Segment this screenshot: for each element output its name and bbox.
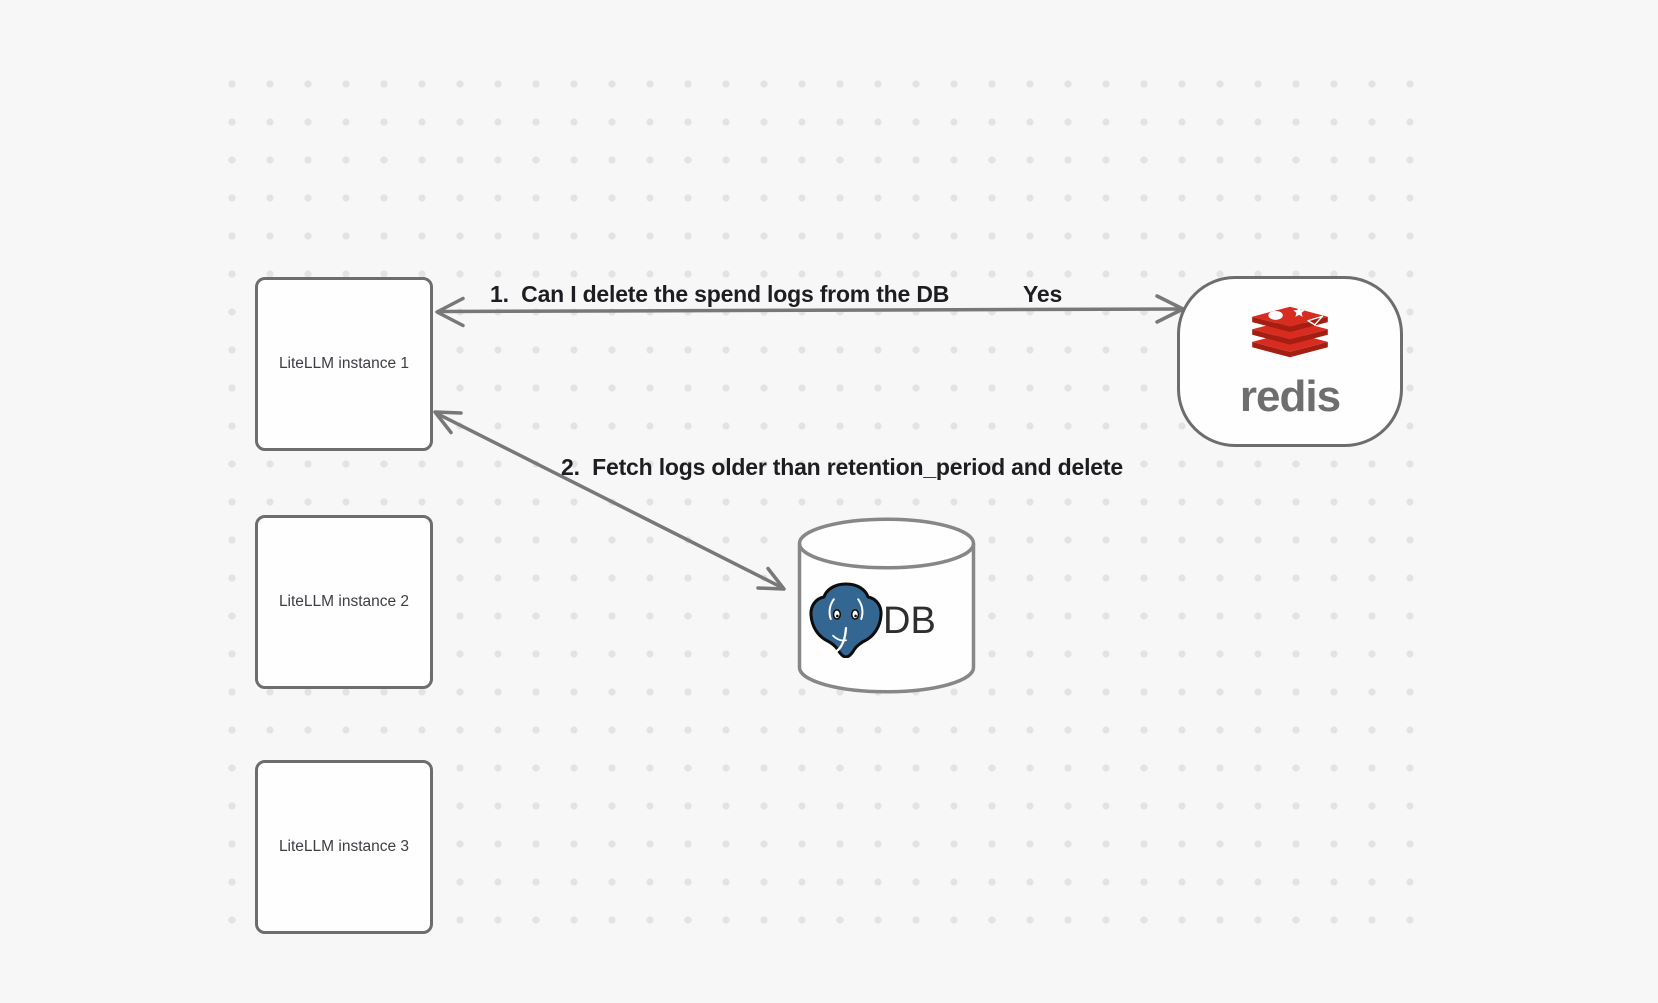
edge-1-answer-label: Yes <box>1023 281 1063 307</box>
node-litellm-instance-2[interactable]: LiteLLM instance 2 <box>255 515 433 689</box>
arrowhead-bottom-icon <box>756 566 786 591</box>
arrowhead-left-icon <box>435 296 465 328</box>
edge-1-label: 1. Can I delete the spend logs from the … <box>490 281 950 307</box>
node-label: LiteLLM instance 2 <box>278 593 410 610</box>
redis-wordmark: redis <box>1239 371 1341 421</box>
node-litellm-instance-3[interactable]: LiteLLM instance 3 <box>255 760 433 934</box>
node-label: LiteLLM instance 1 <box>278 355 410 372</box>
arrow-2[interactable] <box>433 410 786 591</box>
node-label: LiteLLM instance 3 <box>278 838 410 855</box>
postgres-elephant-icon <box>808 580 884 659</box>
redis-logo-icon <box>1252 305 1328 357</box>
db-label: DB <box>883 600 936 642</box>
node-redis[interactable]: redis <box>1177 276 1403 447</box>
arrowhead-top-icon <box>433 410 463 435</box>
edge-2-label: 2. Fetch logs older than retention_perio… <box>561 454 1123 480</box>
node-litellm-instance-1[interactable]: LiteLLM instance 1 <box>255 277 433 451</box>
